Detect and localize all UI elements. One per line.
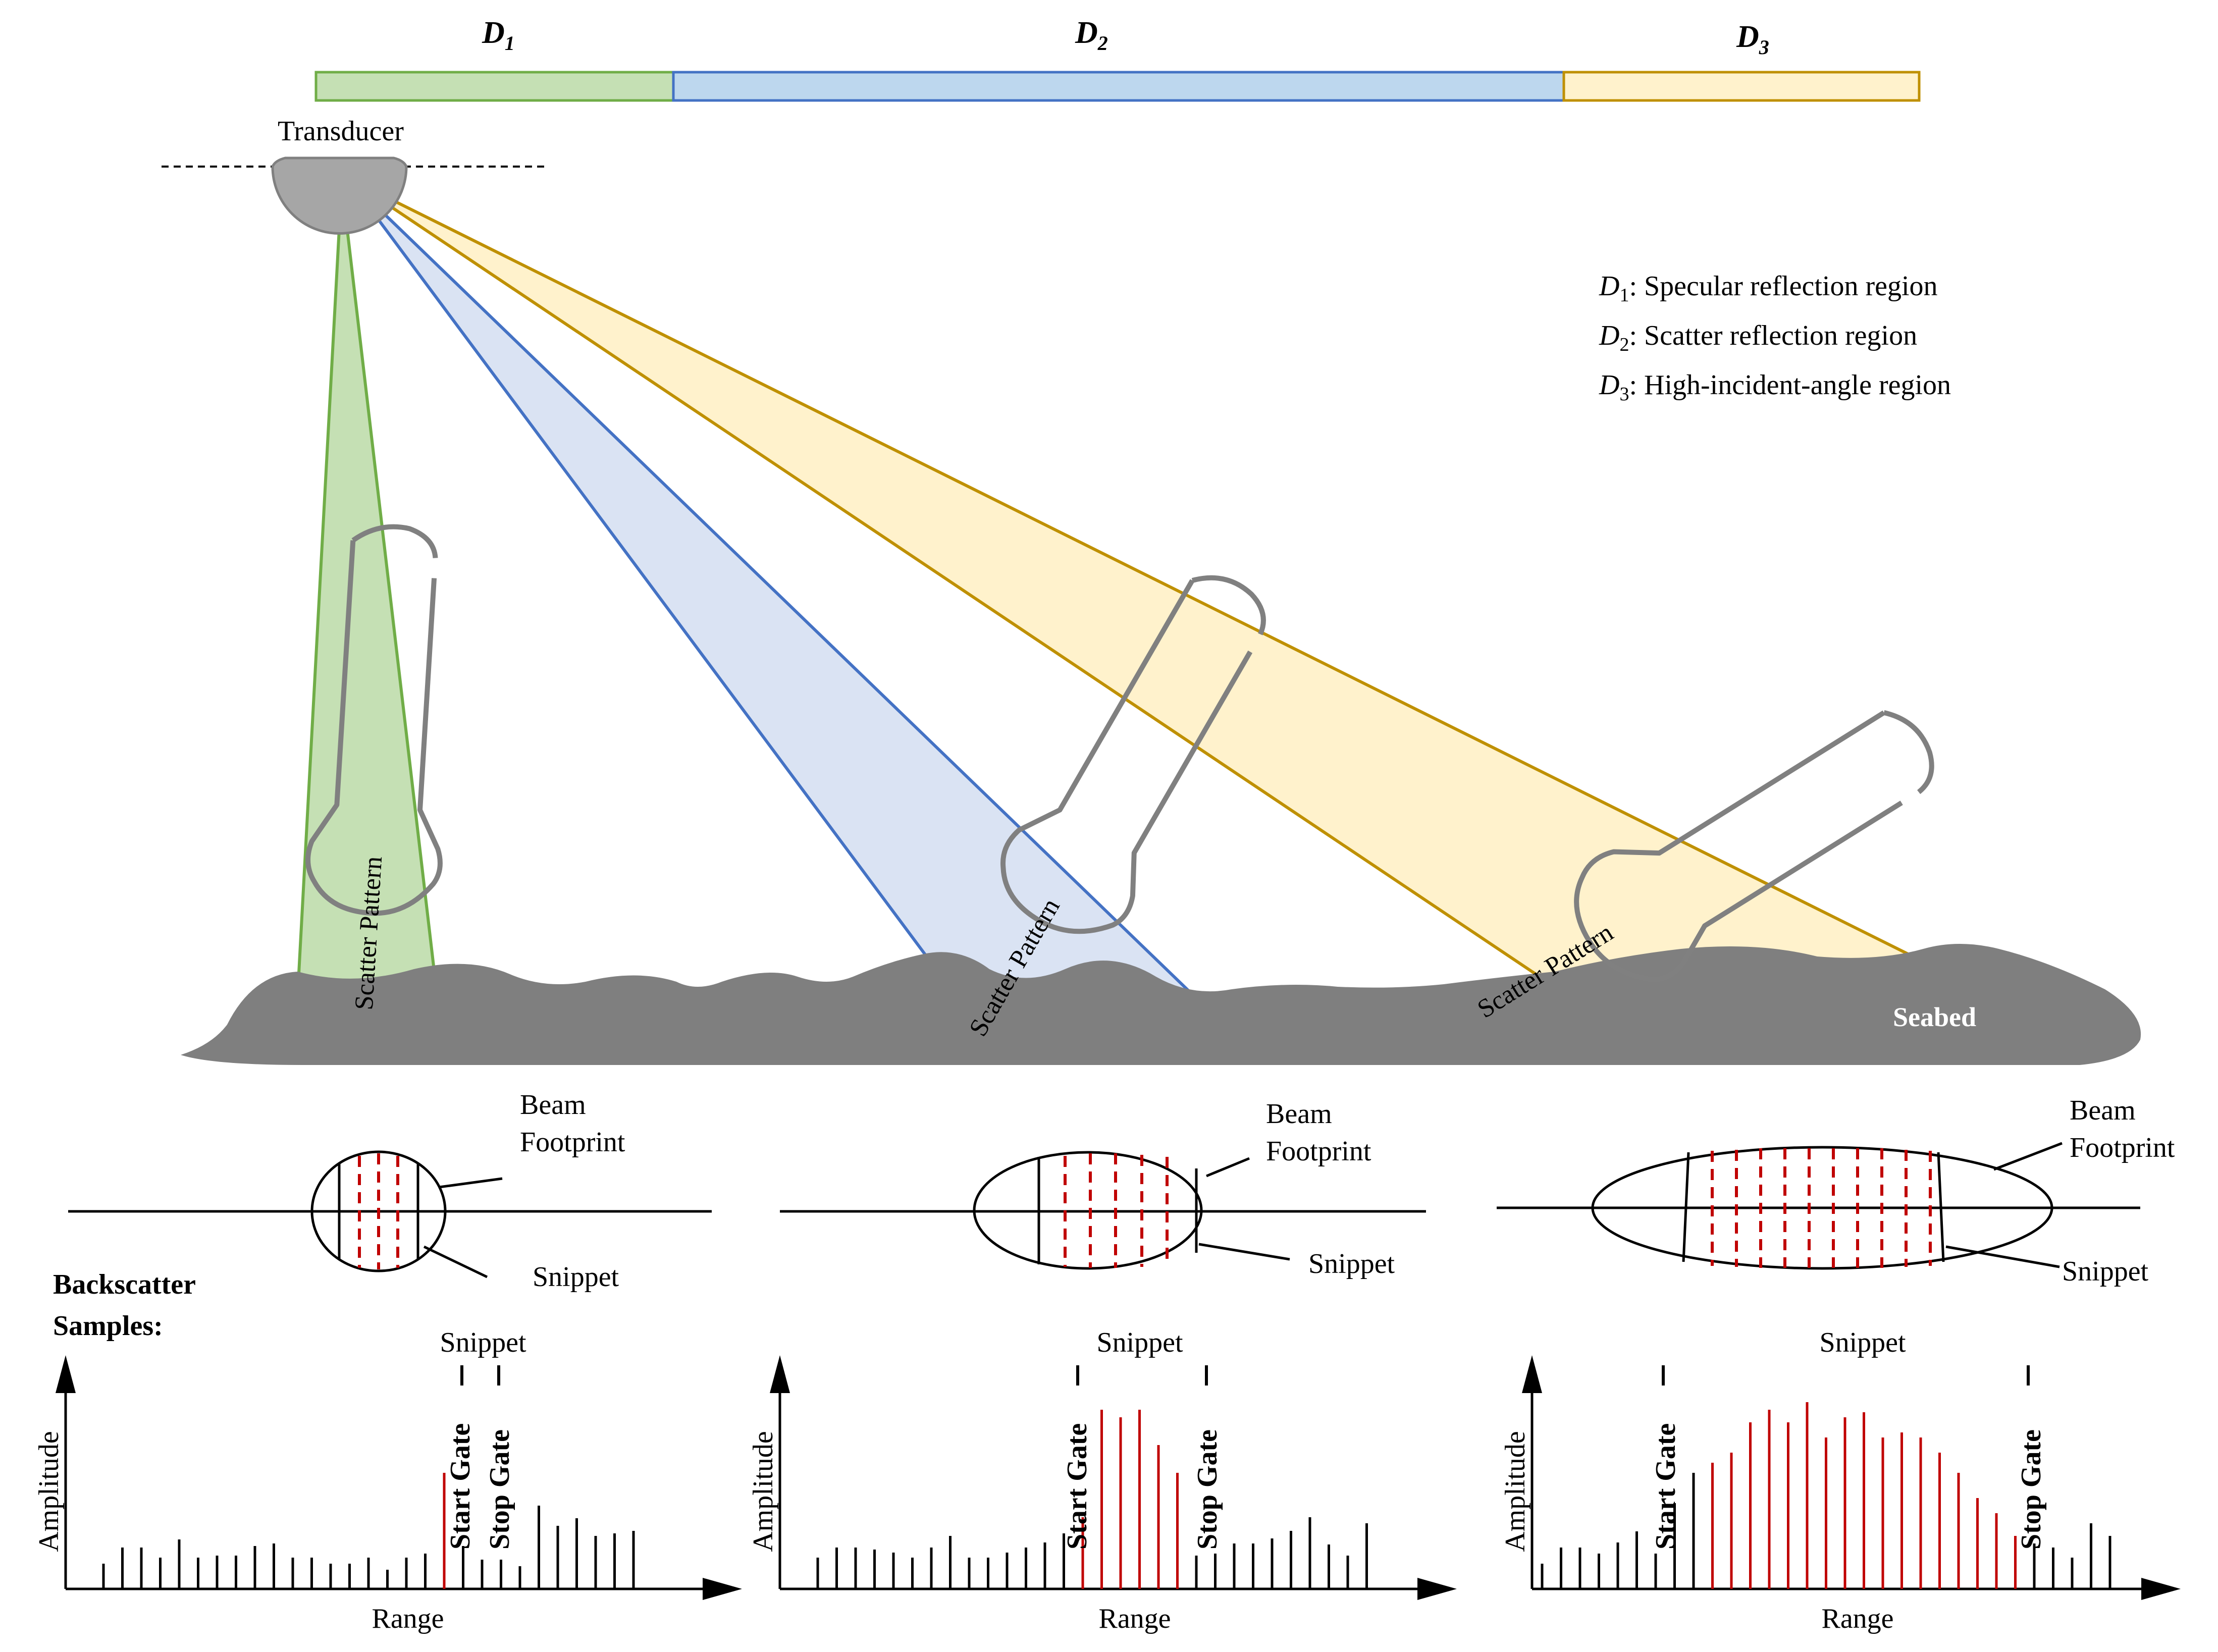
snippet-label: Snippet	[533, 1261, 619, 1293]
amplitude-label: Amplitude	[1500, 1431, 1531, 1552]
amplitude-label: Amplitude	[33, 1431, 65, 1552]
start-gate-label: Start Gate	[1062, 1423, 1093, 1550]
region-bar-d1	[314, 71, 675, 102]
snippet-label: Snippet	[2062, 1256, 2149, 1287]
sample-plot-2: Amplitude Range Snippet Start Gate Stop …	[748, 1327, 1457, 1634]
stop-gate-label: Stop Gate	[1192, 1429, 1223, 1550]
amplitude-axis-arrow	[770, 1355, 790, 1393]
snippet-title: Snippet	[1819, 1327, 1906, 1358]
sample-bars	[102, 1473, 635, 1589]
amplitude-label: Amplitude	[748, 1431, 779, 1552]
legend-d3: D3: High-incident-angle region	[1599, 369, 1951, 405]
transducer-label: Transducer	[278, 116, 404, 147]
transducer-icon	[271, 156, 408, 235]
stop-gate-label: Stop Gate	[484, 1429, 515, 1550]
beam-footprint-ellipse	[973, 1151, 1203, 1270]
sample-bars	[816, 1410, 1368, 1589]
legend-d1: D1: Specular reflection region	[1599, 271, 1938, 306]
amplitude-axis-arrow	[1522, 1355, 1542, 1393]
region-bar-d2	[672, 71, 1565, 102]
region-bars: D1 D2 D3	[314, 16, 1921, 102]
start-gate-label: Start Gate	[445, 1423, 476, 1550]
stop-gate-label: Stop Gate	[2016, 1429, 2047, 1550]
snippet-title: Snippet	[440, 1327, 526, 1358]
legend: D1: Specular reflection region D2: Scatt…	[1599, 271, 1951, 405]
snippet-label: Snippet	[1308, 1248, 1395, 1280]
amplitude-axis-arrow	[56, 1355, 76, 1393]
range-label: Range	[372, 1603, 444, 1634]
region-d3-label: D3	[1736, 20, 1769, 59]
seabed-shape	[181, 944, 2141, 1065]
legend-d2: D2: Scatter reflection region	[1599, 320, 1917, 355]
snippet-title: Snippet	[1096, 1327, 1183, 1358]
beam-footprint-ellipse	[1591, 1146, 2053, 1270]
region-d2-label: D2	[1075, 16, 1108, 55]
sample-plot-1: Amplitude Range Snippet Start Gate Stop …	[33, 1327, 742, 1634]
range-label: Range	[1821, 1603, 1893, 1634]
range-axis-arrow	[2141, 1578, 2181, 1600]
sample-bars	[1541, 1402, 2111, 1589]
beam-footprint-ellipse	[310, 1150, 447, 1272]
range-axis-arrow	[1417, 1578, 1457, 1600]
sample-plot-3: Amplitude Range Snippet Start Gate Stop …	[1500, 1327, 2181, 1634]
range-label: Range	[1098, 1603, 1171, 1634]
seabed-label: Seabed	[1893, 1002, 1976, 1032]
region-bar-d3	[1562, 71, 1921, 102]
range-axis-arrow	[703, 1578, 742, 1600]
region-d1-label: D1	[482, 16, 515, 55]
start-gate-label: Start Gate	[1650, 1423, 1681, 1550]
